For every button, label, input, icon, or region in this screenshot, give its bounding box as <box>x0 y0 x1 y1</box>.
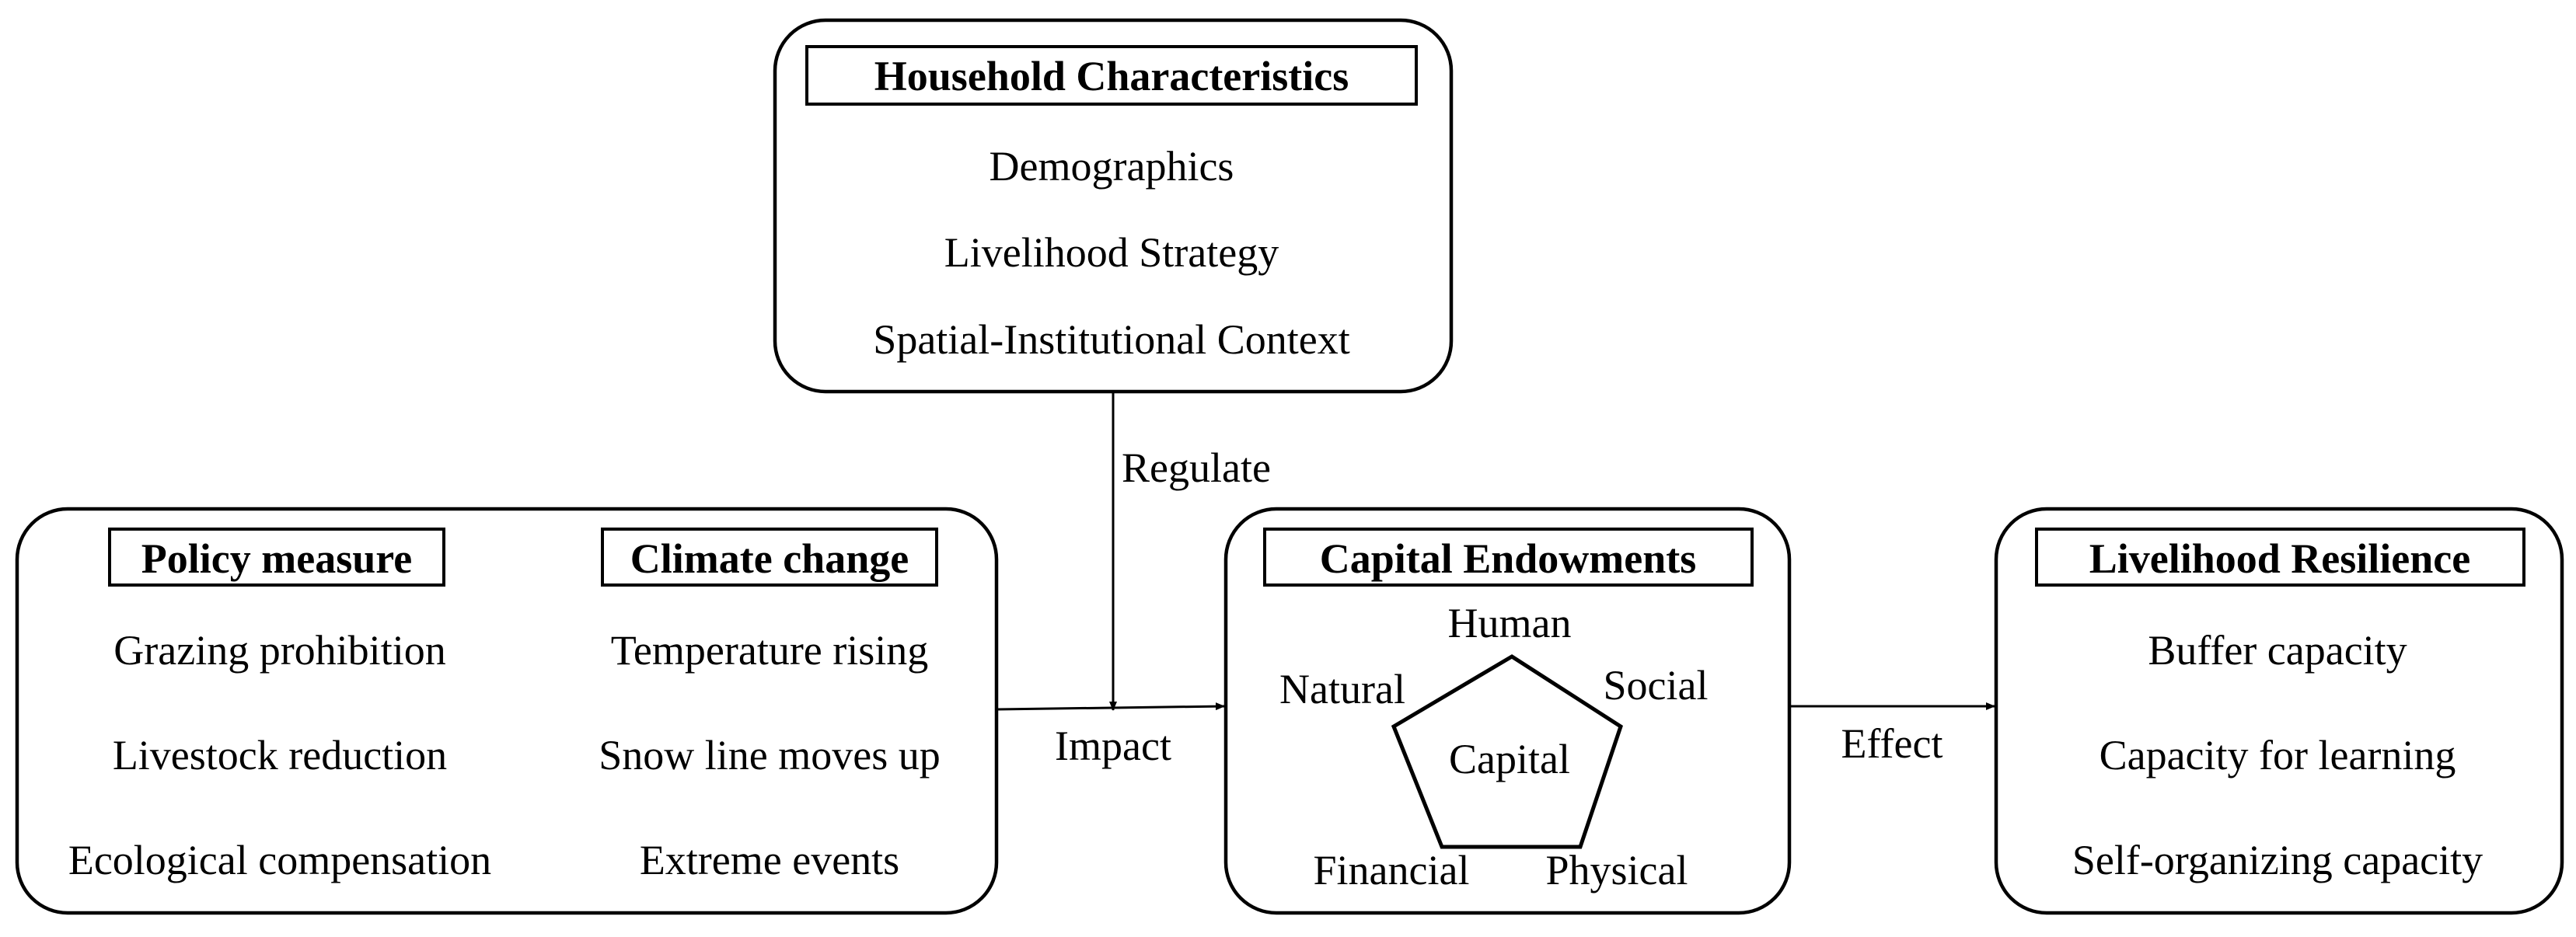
capital-box: Capital Endowments Capital Human Social … <box>1223 507 1792 915</box>
household-item-livelihood-strategy: Livelihood Strategy <box>944 229 1279 276</box>
policy-item-livestock: Livestock reduction <box>113 732 447 779</box>
capital-center-label: Capital <box>1449 736 1570 782</box>
capital-title: Capital Endowments <box>1320 535 1697 582</box>
policy-title: Policy measure <box>141 535 412 582</box>
impact-label: Impact <box>1055 723 1171 769</box>
household-title: Household Characteristics <box>874 53 1349 99</box>
drivers-box: Policy measure Grazing prohibition Lives… <box>15 507 999 915</box>
climate-item-temperature: Temperature rising <box>611 627 929 674</box>
impact-arrow <box>997 702 1225 711</box>
resilience-box-frame <box>1994 507 2564 915</box>
household-title-frame <box>805 45 1418 106</box>
capital-title-frame <box>1263 528 1754 587</box>
capital-financial-label: Financial <box>1314 847 1470 893</box>
resilience-title-frame <box>2035 528 2525 587</box>
household-box-frame <box>773 18 1454 394</box>
regulate-label: Regulate <box>1122 444 1271 491</box>
household-box: Household Characteristics Demographics L… <box>773 18 1454 394</box>
capital-physical-label: Physical <box>1546 847 1688 893</box>
climate-item-snow-line: Snow line moves up <box>599 732 941 779</box>
resilience-item-self-organizing: Self-organizing capacity <box>2072 837 2483 883</box>
climate-item-extreme-events: Extreme events <box>640 837 899 883</box>
capital-natural-label: Natural <box>1279 666 1405 712</box>
drivers-box-frame <box>15 507 999 915</box>
household-item-demographics: Demographics <box>990 143 1234 190</box>
capital-pentagon <box>1391 654 1623 849</box>
resilience-item-learning: Capacity for learning <box>2100 732 2456 779</box>
policy-item-grazing: Grazing prohibition <box>113 627 445 674</box>
resilience-title: Livelihood Resilience <box>2089 535 2470 582</box>
climate-title-frame <box>601 528 938 587</box>
resilience-item-buffer: Buffer capacity <box>2148 627 2407 674</box>
capital-human-label: Human <box>1448 600 1572 646</box>
household-item-spatial-context: Spatial-Institutional Context <box>873 316 1349 363</box>
policy-title-frame <box>108 528 445 587</box>
climate-title: Climate change <box>630 535 909 582</box>
policy-item-compensation: Ecological compensation <box>68 837 491 883</box>
capital-social-label: Social <box>1604 662 1709 709</box>
resilience-box: Livelihood Resilience Buffer capacity Ca… <box>1994 507 2564 915</box>
effect-label: Effect <box>1841 720 1943 767</box>
